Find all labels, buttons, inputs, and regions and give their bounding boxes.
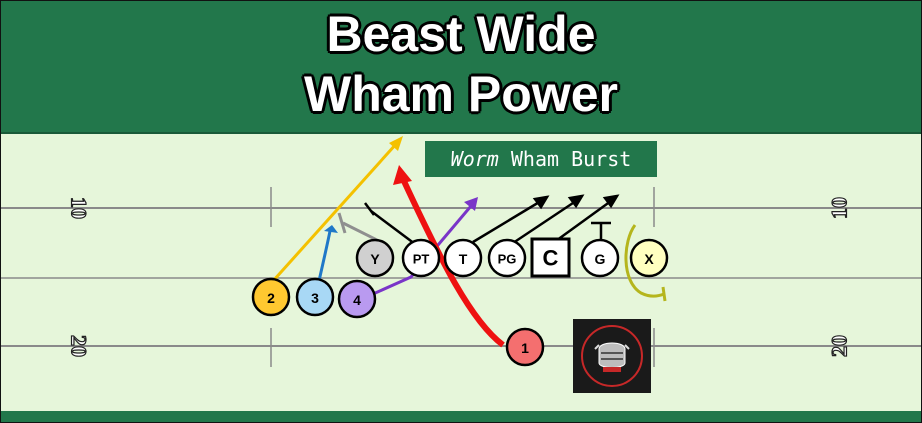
- play-title-line-2: Wham Power: [304, 66, 618, 122]
- yard-number-10-right: 10: [827, 197, 852, 219]
- svg-text:PG: PG: [498, 252, 517, 267]
- svg-text:X: X: [644, 251, 654, 267]
- yard-lines: [1, 187, 921, 367]
- svg-text:G: G: [595, 251, 606, 267]
- player-g: G: [580, 238, 620, 278]
- route-4: [372, 197, 478, 296]
- player-c: C: [530, 237, 571, 278]
- svg-text:4: 4: [353, 292, 361, 308]
- title-banner: Beast Wide Wham Power: [1, 1, 921, 134]
- player-y: Y: [355, 238, 395, 278]
- route-1: [393, 165, 505, 348]
- svg-text:T: T: [459, 251, 468, 267]
- svg-text:3: 3: [311, 290, 319, 306]
- player-4: 4: [337, 279, 377, 319]
- svg-text:1: 1: [521, 340, 529, 356]
- player-x: X: [629, 238, 669, 278]
- svg-text:2: 2: [267, 290, 275, 306]
- player-1: 1: [505, 327, 545, 367]
- player-t: T: [443, 238, 483, 278]
- bottom-bar: [1, 411, 921, 422]
- player-3: 3: [295, 277, 335, 317]
- svg-text:Y: Y: [370, 251, 380, 267]
- player-pt: PT: [401, 238, 441, 278]
- route-2: [271, 136, 403, 283]
- player-pg: PG: [487, 238, 527, 278]
- tag-italic-word: Worm: [450, 147, 499, 171]
- route-3: [317, 225, 338, 282]
- svg-text:C: C: [543, 246, 559, 271]
- play-title-line-1: Beast Wide: [326, 6, 596, 62]
- route-x: [624, 224, 667, 302]
- beastoffense-logo: [573, 319, 651, 393]
- blocking-routes: [364, 194, 620, 248]
- yard-number-20-right: 20: [827, 335, 852, 357]
- yard-number-20-left: 20: [67, 335, 92, 357]
- play-call-tag: Worm Wham Burst: [425, 141, 657, 177]
- tag-rest: Wham Burst: [510, 147, 632, 171]
- route-y: [337, 212, 384, 245]
- player-2: 2: [251, 277, 291, 317]
- svg-text:PT: PT: [413, 252, 430, 267]
- yard-number-10-left: 10: [67, 197, 92, 219]
